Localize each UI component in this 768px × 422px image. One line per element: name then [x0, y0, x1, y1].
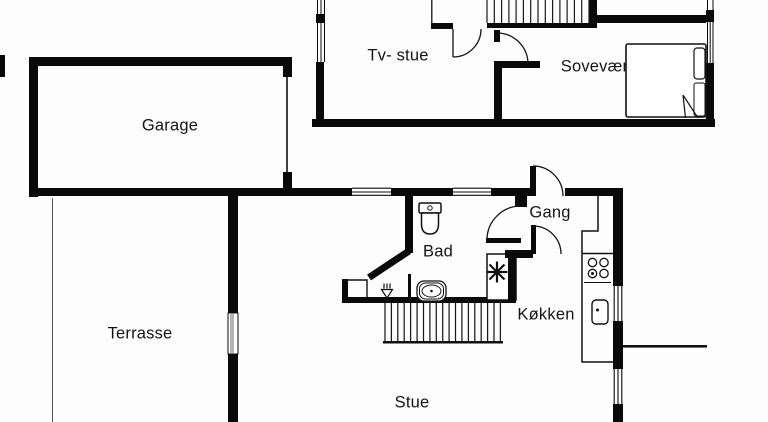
gang-door: [531, 225, 562, 255]
fireplace: [486, 253, 517, 301]
room-label-stue: Stue: [394, 393, 430, 412]
tv-stue-door: [431, 0, 482, 58]
room-label-terrasse: Terrasse: [107, 324, 173, 343]
bed: [625, 43, 707, 119]
upper-right-window: [707, 0, 714, 63]
room-label-gang: Gang: [529, 203, 571, 222]
room-label-terrasse-lower: Terrasse: [654, 420, 719, 422]
toilet: [418, 202, 442, 235]
shower-niche: [342, 279, 368, 297]
bad-door: [486, 205, 522, 243]
terrace-edge-line: [623, 345, 707, 348]
cooktop: [584, 257, 611, 284]
upper-staircase: [486, 0, 590, 23]
room-label-sovevaerelse: Soveværelse: [560, 57, 660, 76]
sovevaerelse-door: [496, 32, 529, 65]
entrance-door: [530, 165, 564, 197]
room-label-garage: Garage: [141, 116, 199, 135]
right-wall: [613, 188, 623, 422]
gang-closet: [581, 196, 599, 253]
upper-left-window: [317, 0, 325, 62]
room-label-koekken: Køkken: [517, 305, 575, 324]
terrace-window: [227, 312, 239, 355]
gang-walls: [505, 250, 533, 258]
room-label-bad: Bad: [423, 242, 453, 261]
main-staircase: [383, 303, 503, 344]
kitchen-sink: [591, 299, 609, 325]
terrace-wall: [228, 196, 238, 422]
washbasin: [416, 280, 447, 302]
facade-window: [352, 187, 391, 197]
bad-diagonal-wall: [367, 248, 411, 281]
room-label-tv-stue: Tv- stue: [367, 46, 429, 65]
kitchen-counter: [581, 252, 614, 363]
main-top-wall: [29, 188, 623, 196]
right-window-kitchen: [613, 284, 623, 323]
floor-drain: [380, 283, 394, 300]
facade-window: [453, 187, 491, 197]
right-window-stue: [613, 367, 623, 406]
